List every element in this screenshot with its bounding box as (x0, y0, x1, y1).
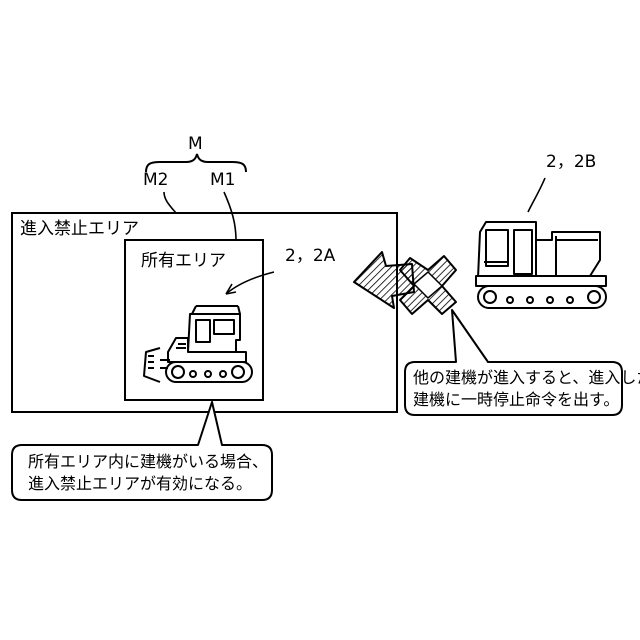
callout-left-line1: 所有エリア内に建機がいる場合、 (28, 451, 268, 473)
m2-leader (164, 192, 176, 213)
owned-area-title: 所有エリア (141, 253, 226, 270)
machine-a-label: 2，2A (285, 248, 335, 265)
machine-b-label: 2，2B (546, 154, 596, 171)
label-m2: M2 (143, 172, 168, 189)
label-m: M (188, 136, 203, 153)
restricted-area-title: 進入禁止エリア (20, 221, 139, 238)
m1-leader (224, 192, 236, 240)
label-m1: M1 (210, 172, 235, 189)
machine-b-leader (528, 178, 545, 212)
excavator-icon (476, 222, 606, 308)
callout-right-line2: 建機に一時停止命令を出す。 (413, 389, 640, 411)
bulldozer-icon (144, 306, 252, 382)
machine-a-leader (226, 272, 274, 294)
callout-left-line2: 進入禁止エリアが有効になる。 (28, 473, 268, 495)
callout-right-text: 他の建機が進入すると、進入した 建機に一時停止命令を出す。 (413, 367, 640, 411)
callout-right-line1: 他の建機が進入すると、進入した (413, 367, 640, 389)
callout-left-text: 所有エリア内に建機がいる場合、 進入禁止エリアが有効になる。 (28, 451, 268, 495)
